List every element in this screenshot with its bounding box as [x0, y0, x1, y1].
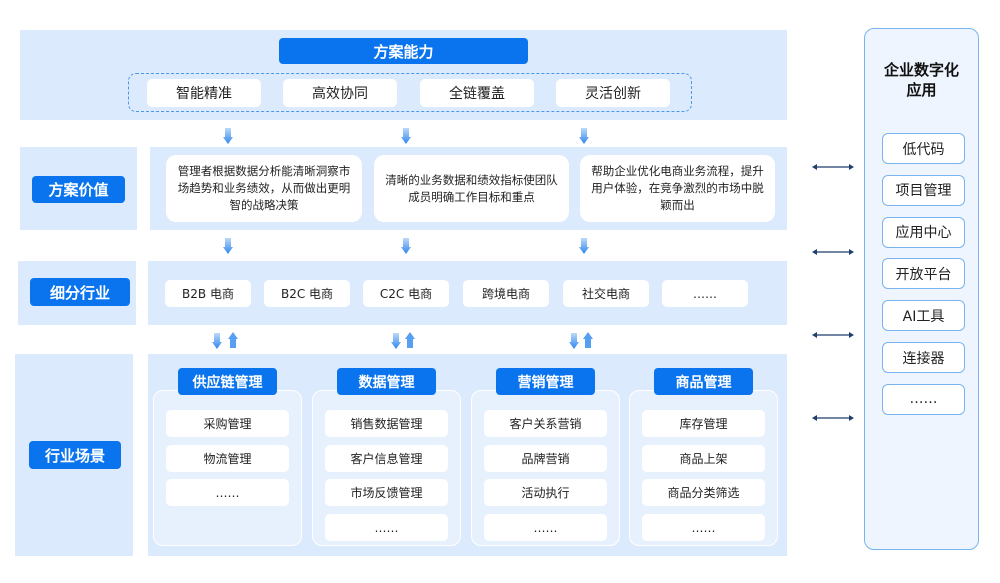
- enterprise-item[interactable]: 项目管理: [882, 174, 965, 206]
- arrow-down-icon: [401, 128, 411, 144]
- scene-title: 数据管理: [337, 368, 436, 395]
- arrow-down-icon: [579, 128, 589, 144]
- scene-title: 供应链管理: [178, 368, 277, 395]
- arrow-up-icon: [405, 332, 415, 348]
- enterprise-item[interactable]: ……: [882, 383, 965, 415]
- arrow-down-icon: [579, 238, 589, 254]
- scene-item[interactable]: 客户信息管理: [325, 444, 448, 472]
- industry-item[interactable]: ……: [662, 280, 748, 307]
- scene-item[interactable]: 库存管理: [642, 410, 765, 437]
- enterprise-item[interactable]: 开放平台: [882, 258, 965, 290]
- scene-title: 营销管理: [496, 368, 595, 395]
- double-arrow-icon: [812, 241, 854, 255]
- scene-item[interactable]: ……: [484, 514, 607, 542]
- value-item: 管理者根据数据分析能清晰洞察市场趋势和业务绩效，从而做出更明智的战略决策: [166, 155, 362, 222]
- enterprise-title: 企业数字化应用: [883, 61, 959, 99]
- double-arrow-icon: [812, 156, 854, 170]
- industry-item[interactable]: 社交电商: [563, 280, 649, 307]
- arrow-down-icon: [391, 333, 401, 349]
- double-arrow-icon: [812, 407, 854, 421]
- arrow-up-icon: [228, 332, 238, 348]
- arrow-down-icon: [212, 333, 222, 349]
- scene-item[interactable]: 采购管理: [166, 410, 289, 437]
- capability-item: 全链覆盖: [420, 79, 534, 107]
- arrow-up-icon: [583, 332, 593, 348]
- scene-item[interactable]: ……: [325, 514, 448, 542]
- enterprise-item[interactable]: 低代码: [882, 133, 965, 164]
- scene-item[interactable]: 客户关系营销: [484, 410, 607, 437]
- capability-item: 智能精准: [147, 79, 261, 107]
- enterprise-item[interactable]: 连接器: [882, 342, 965, 373]
- scene-item[interactable]: 商品上架: [642, 444, 765, 472]
- scene-item[interactable]: 品牌营销: [484, 444, 607, 472]
- double-arrow-icon: [812, 324, 854, 338]
- value-label: 方案价值: [32, 176, 125, 203]
- scene-item[interactable]: 市场反馈管理: [325, 479, 448, 507]
- scene-item[interactable]: 活动执行: [484, 479, 607, 507]
- scene-item[interactable]: ……: [642, 514, 765, 542]
- industry-item[interactable]: C2C 电商: [363, 280, 449, 307]
- value-item: 帮助企业优化电商业务流程，提升用户体验，在竞争激烈的市场中脱颖而出: [580, 155, 775, 222]
- value-item: 清晰的业务数据和绩效指标使团队成员明确工作目标和重点: [374, 155, 569, 222]
- industry-item[interactable]: B2C 电商: [264, 280, 350, 307]
- arrow-down-icon: [223, 128, 233, 144]
- capability-title: 方案能力: [279, 38, 528, 64]
- industry-item[interactable]: 跨境电商: [463, 280, 549, 307]
- arrow-down-icon: [569, 333, 579, 349]
- capability-item: 灵活创新: [556, 79, 670, 107]
- enterprise-item[interactable]: AI工具: [882, 300, 965, 332]
- scenes-label: 行业场景: [29, 441, 121, 469]
- scene-title: 商品管理: [654, 368, 753, 395]
- scene-item[interactable]: ……: [166, 479, 289, 507]
- capability-dashed-box: [128, 73, 692, 112]
- scene-item[interactable]: 销售数据管理: [325, 410, 448, 437]
- arrow-down-icon: [401, 238, 411, 254]
- enterprise-item[interactable]: 应用中心: [882, 216, 965, 248]
- scene-item[interactable]: 商品分类筛选: [642, 479, 765, 507]
- capability-item: 高效协同: [283, 79, 397, 107]
- industry-label: 细分行业: [30, 278, 130, 306]
- scene-item[interactable]: 物流管理: [166, 444, 289, 472]
- industry-item[interactable]: B2B 电商: [165, 280, 251, 307]
- arrow-down-icon: [223, 238, 233, 254]
